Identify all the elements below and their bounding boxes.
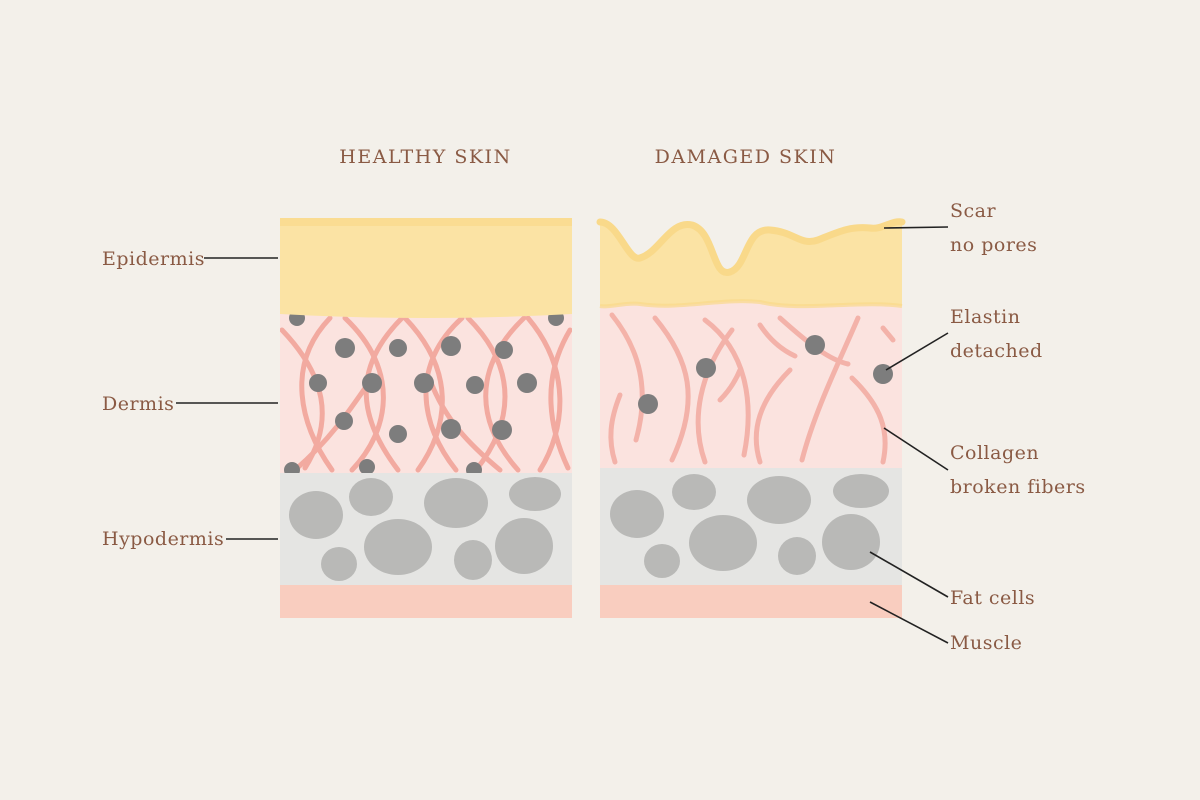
healthy-muscle-layer xyxy=(280,585,572,618)
elastin-dot xyxy=(362,373,382,393)
collagen-fiber xyxy=(608,392,623,465)
fat-cell xyxy=(289,491,343,539)
collagen-fiber xyxy=(609,312,645,443)
damaged-skin-title: DAMAGED SKIN xyxy=(654,146,837,168)
elastin-dot xyxy=(335,338,355,358)
healthy-epidermis-layer xyxy=(280,218,572,318)
elastin-dot xyxy=(495,341,513,359)
collagen-fiber xyxy=(695,327,735,465)
damaged-skin-block xyxy=(596,218,906,618)
elastin-dot xyxy=(284,462,300,473)
healthy-skin-block xyxy=(280,218,572,618)
fat-cell xyxy=(424,478,488,528)
fat-cell xyxy=(689,515,757,571)
elastin-dot xyxy=(466,376,484,394)
epidermis-label: Epidermis xyxy=(102,248,205,270)
collagen-fiber xyxy=(342,315,386,473)
fat-cells-leader xyxy=(869,551,949,598)
elastin-dot xyxy=(389,425,407,443)
fat-cell xyxy=(610,490,664,538)
fat-cell xyxy=(454,540,492,580)
collagen-fiber xyxy=(525,315,563,473)
fat-cell xyxy=(644,544,680,578)
elastin-dot xyxy=(441,419,461,439)
elastin-dot xyxy=(466,462,482,473)
fat-cells-label: Fat cells xyxy=(950,587,1036,609)
healthy-elastin-dots xyxy=(284,310,564,473)
healthy-skin-title: HEALTHY SKIN xyxy=(339,146,512,168)
scar-leader xyxy=(883,226,949,229)
collagen-fiber xyxy=(757,322,798,359)
healthy-fat-cells xyxy=(289,477,561,581)
damaged-collagen-fibers xyxy=(608,312,896,465)
fat-cell xyxy=(822,514,880,570)
fat-cell xyxy=(349,478,393,516)
fat-cell xyxy=(778,537,816,575)
elastin-dot xyxy=(414,373,434,393)
elastin-dot xyxy=(517,373,537,393)
fat-cell xyxy=(495,518,553,574)
scar-label-line1: Scar xyxy=(950,200,997,222)
collagen-fiber xyxy=(799,315,861,463)
elastin-dot xyxy=(359,459,375,473)
damaged-epidermis-bottom xyxy=(599,299,903,309)
collagen-fiber xyxy=(849,375,888,465)
fat-cell xyxy=(672,474,716,510)
fat-cell xyxy=(833,474,889,508)
elastin-dot xyxy=(389,339,407,357)
elastin-dot xyxy=(696,358,716,378)
damaged-epidermis-layer xyxy=(600,221,902,307)
collagen-label-line2: broken fibers xyxy=(950,476,1086,498)
elastin-leader xyxy=(885,332,949,371)
elastin-label-line2: detached xyxy=(950,340,1043,362)
muscle-label: Muscle xyxy=(950,632,1023,654)
dermis-label: Dermis xyxy=(102,393,175,415)
collagen-fiber xyxy=(717,367,743,403)
collagen-fiber xyxy=(465,315,508,473)
fat-cell xyxy=(321,547,357,581)
collagen-fiber xyxy=(880,325,896,343)
muscle-leader xyxy=(869,601,949,644)
fat-cell xyxy=(509,477,561,511)
fat-cell xyxy=(747,476,811,524)
collagen-fiber xyxy=(363,315,405,473)
collagen-fiber xyxy=(753,367,793,465)
elastin-dot xyxy=(638,394,658,414)
elastin-dot xyxy=(492,420,512,440)
elastin-dot xyxy=(309,374,327,392)
elastin-label: Elastin detached xyxy=(950,300,1043,368)
collagen-fiber xyxy=(652,315,691,463)
fat-cell xyxy=(364,519,432,575)
damaged-scar-outline xyxy=(596,218,906,276)
collagen-fiber xyxy=(702,317,751,458)
scar-label-line2: no pores xyxy=(950,234,1038,256)
collagen-label: Collagen broken fibers xyxy=(950,436,1086,504)
collagen-fiber xyxy=(299,315,335,473)
collagen-label-line1: Collagen xyxy=(950,442,1040,464)
collagen-fiber xyxy=(423,315,465,473)
collagen-fiber xyxy=(548,327,572,471)
damaged-fat-cells xyxy=(610,474,889,578)
elastin-dot xyxy=(805,335,825,355)
elastin-dot xyxy=(441,336,461,356)
healthy-epidermis-top xyxy=(280,218,572,226)
collagen-fiber xyxy=(402,315,445,473)
leader-lines xyxy=(176,226,949,644)
hypodermis-label: Hypodermis xyxy=(102,528,225,550)
elastin-dot xyxy=(335,412,353,430)
collagen-leader xyxy=(883,427,949,471)
scar-label: Scar no pores xyxy=(950,194,1037,262)
collagen-fiber xyxy=(483,315,527,473)
damaged-muscle-layer xyxy=(600,585,902,618)
elastin-label-line1: Elastin xyxy=(950,306,1021,328)
